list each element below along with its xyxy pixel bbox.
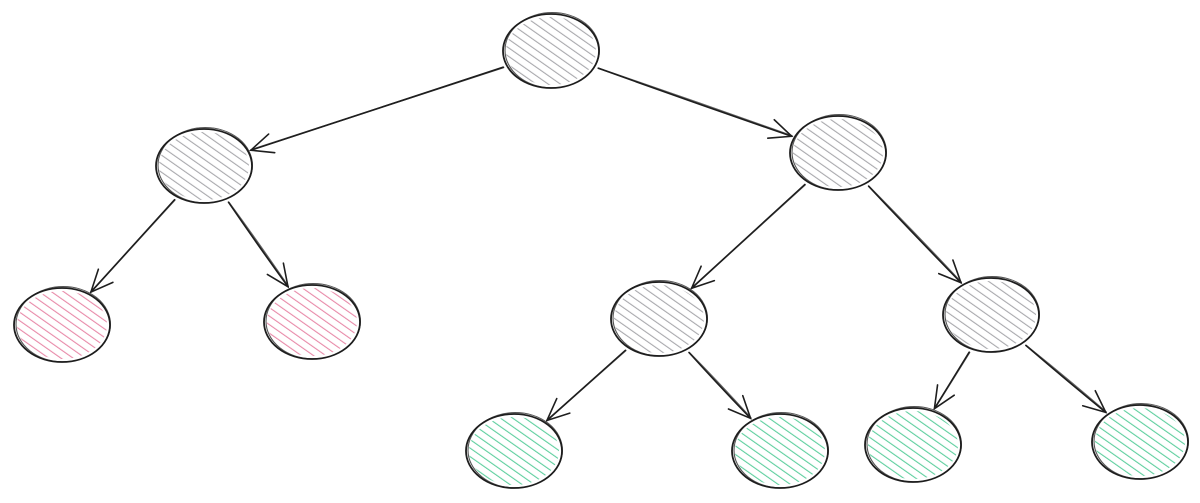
edge-left-to-left-right xyxy=(227,201,290,289)
edge-right-left-to-right-left-right xyxy=(688,351,752,420)
tree-node-right xyxy=(789,114,887,191)
arrowhead xyxy=(937,259,963,285)
edge-root-to-left xyxy=(248,66,505,154)
tree-node-left xyxy=(155,127,253,204)
edge-right-right-to-right-right-left xyxy=(933,351,971,411)
edge-right-left-to-right-left-left xyxy=(545,349,627,422)
arrowhead xyxy=(766,118,794,140)
edge-right-right-to-right-right-right xyxy=(1025,344,1108,414)
edge-left-to-left-left xyxy=(89,198,176,294)
edge-right-to-right-left xyxy=(690,183,806,290)
edge-right-to-right-right xyxy=(867,185,963,285)
nodes-layer xyxy=(13,12,1189,489)
tree-node-right-right-right xyxy=(1091,403,1189,480)
tree-node-right-left-left xyxy=(465,412,563,489)
arrowhead xyxy=(1081,389,1108,414)
tree-node-root xyxy=(502,12,600,89)
arrowhead xyxy=(727,394,752,420)
arrowhead xyxy=(545,397,571,422)
tree-node-right-right-left xyxy=(864,406,962,483)
tree-node-right-left-right xyxy=(731,412,829,489)
tree-node-left-left xyxy=(13,286,111,363)
arrowhead xyxy=(690,265,716,290)
tree-node-right-left xyxy=(610,280,708,357)
arrowhead xyxy=(933,384,956,411)
tree-node-left-right xyxy=(263,283,361,360)
edges-layer xyxy=(89,66,1108,422)
arrowhead xyxy=(266,262,290,289)
tree-node-right-right xyxy=(942,276,1040,353)
arrowhead xyxy=(248,133,276,154)
arrowhead xyxy=(89,268,114,294)
edge-root-to-right xyxy=(597,67,794,140)
